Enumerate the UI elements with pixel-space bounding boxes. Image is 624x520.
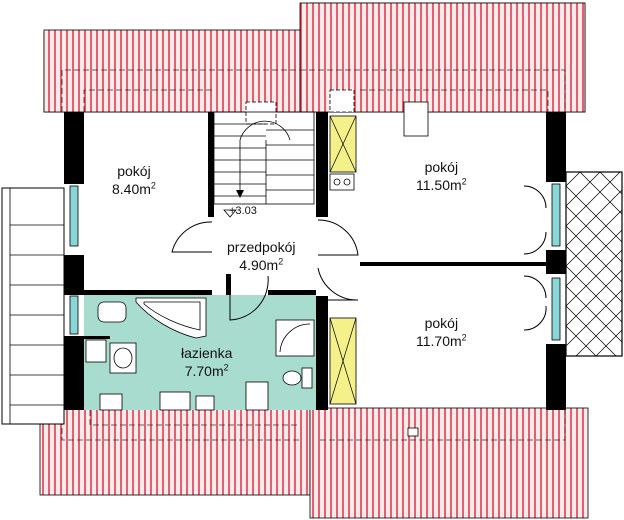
right-balcony — [565, 171, 623, 357]
roof-bottom — [39, 407, 589, 519]
room-area: 11.70m2 — [416, 332, 467, 349]
room-label-przedpokoj: przedpokój 4.90m2 — [227, 238, 296, 274]
room-name: łazienka — [181, 345, 233, 361]
chimneys — [329, 115, 357, 405]
room-area: 7.70m2 — [184, 362, 229, 379]
windows — [69, 183, 561, 341]
stair-arrow — [236, 190, 244, 198]
room-label-lazienka: łazienka 7.70m2 — [181, 344, 232, 380]
room-name: pokój — [424, 159, 459, 175]
room-name: pokój — [117, 163, 151, 179]
room-label-pokoj-8-40: pokój 8.40m2 — [112, 162, 156, 198]
room-area: 4.90m2 — [239, 256, 284, 273]
room-label-pokoj-11-50: pokój 11.50m2 — [416, 158, 467, 194]
doors — [171, 185, 547, 331]
walls — [64, 112, 566, 410]
room-name: pokój — [424, 315, 459, 331]
room-area: 11.50m2 — [416, 176, 467, 193]
roof-top — [43, 2, 586, 113]
level-label: +3.03 — [229, 205, 257, 217]
left-balcony — [1, 187, 65, 425]
room-name: przedpokój — [227, 239, 296, 255]
room-area: 8.40m2 — [112, 180, 156, 197]
room-fixtures — [329, 173, 419, 437]
room-label-pokoj-11-70: pokój 11.70m2 — [416, 314, 467, 350]
bathroom-fixtures — [85, 297, 315, 411]
skylights — [245, 89, 429, 137]
level-marker — [223, 209, 237, 218]
staircase — [213, 111, 315, 205]
